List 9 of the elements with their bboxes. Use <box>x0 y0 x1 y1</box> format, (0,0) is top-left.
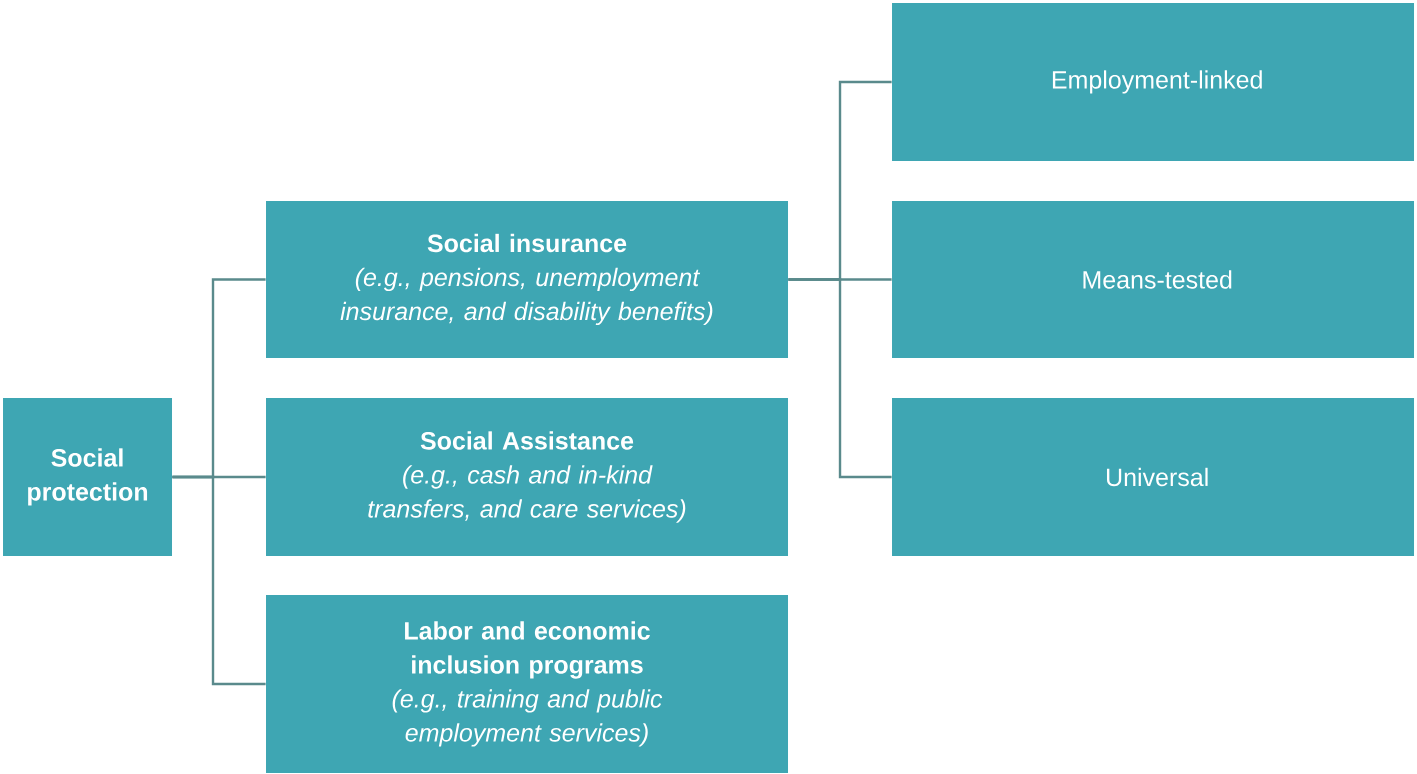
root-box: Social protection <box>3 398 172 556</box>
type-box: Universal <box>892 398 1414 556</box>
category-box: Social insurance (e.g., pensions, unemployment insurance, and disability benefits) <box>266 201 788 358</box>
connector-line <box>172 475 266 686</box>
category-box: Social Assistance (e.g., cash and in-kind transfers, and care services) <box>266 398 788 556</box>
type-box: Means-tested <box>892 201 1414 358</box>
type-box: Employment-linked <box>892 3 1414 161</box>
category-box: Labor and economic inclusion programs (e.g., training and public employment services) <box>266 595 788 773</box>
connector-line <box>788 278 892 479</box>
